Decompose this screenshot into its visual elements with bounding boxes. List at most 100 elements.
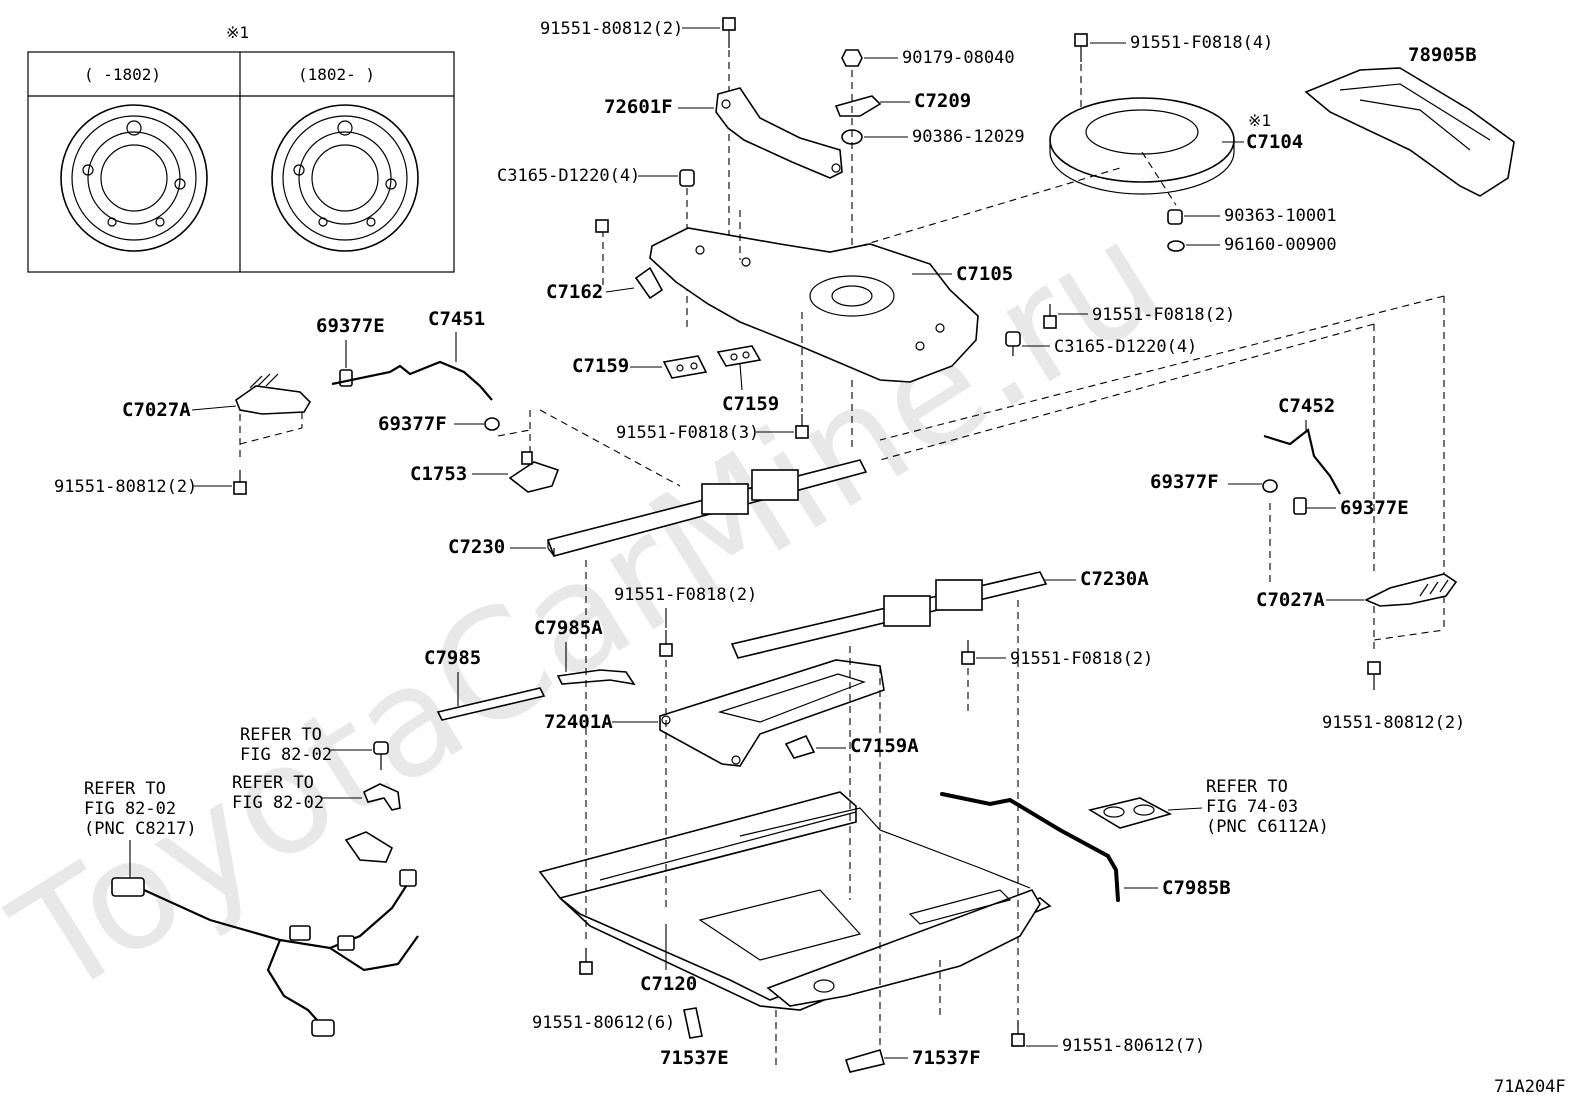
label-C7027A-right: C7027A	[1256, 589, 1325, 611]
refer-note-4-line2: FIG 74-03	[1206, 797, 1298, 817]
rod-C7985B	[940, 792, 1120, 902]
lever-C7027A-left	[235, 373, 312, 415]
clip-71537E	[683, 1007, 703, 1039]
bracket-C7162	[634, 266, 664, 300]
clip-69377F-right	[1262, 479, 1278, 493]
clip-69377E-left	[339, 369, 353, 387]
label-C7209: C7209	[914, 90, 971, 112]
label-C7104: C7104	[1246, 131, 1303, 153]
bolt-91551-F0818-4	[1074, 33, 1088, 62]
label-C3165-D1220-4-top: C3165-D1220(4)	[497, 166, 640, 186]
label-91551-F0818-2-mid: 91551-F0818(2)	[614, 585, 757, 605]
label-90363-10001: 90363-10001	[1224, 206, 1337, 226]
label-90179-08040: 90179-08040	[902, 48, 1015, 68]
label-90386-12029: 90386-12029	[912, 127, 1025, 147]
label-71537E: 71537E	[660, 1047, 729, 1069]
turntable-C7104	[1049, 97, 1235, 195]
refer-note-4-line3: (PNC C6112A)	[1206, 817, 1329, 837]
refer-note-2-line1: REFER TO	[232, 773, 314, 793]
inset-left-header: ( -1802)	[84, 65, 161, 84]
clip-71537F	[844, 1049, 885, 1073]
label-C7027A-left: C7027A	[122, 399, 191, 421]
part-C7209	[834, 95, 882, 117]
frame-C7120	[538, 791, 1052, 1011]
label-C7452: C7452	[1278, 395, 1335, 417]
pad-ref-74-03	[1087, 797, 1173, 829]
clip-ref-82-02-a	[373, 741, 389, 770]
label-91551-80812-right: 91551-80812(2)	[1322, 713, 1465, 733]
refer-note-3-line1: REFER TO	[84, 779, 166, 799]
label-C7985B: C7985B	[1162, 877, 1231, 899]
rail-C7230A	[730, 571, 1048, 659]
bolt-91551-F0818-2-mid	[659, 630, 673, 657]
bolt-91551-F0818-2-right	[961, 640, 975, 665]
pad-C7159-a	[662, 355, 708, 379]
label-C3165-D1220-4-bottom: C3165-D1220(4)	[1054, 337, 1197, 357]
bolt-91551-80812-right	[1367, 661, 1381, 690]
label-C7162: C7162	[546, 281, 603, 303]
bracket-72401A	[659, 659, 885, 767]
label-69377F-right: 69377F	[1150, 471, 1219, 493]
label-91551-F0818-4: 91551-F0818(4)	[1130, 33, 1273, 53]
label-C7230: C7230	[448, 536, 505, 558]
refer-note-4-line1: REFER TO	[1206, 777, 1288, 797]
label-72601F: 72601F	[604, 96, 673, 118]
nut-90179-08040	[841, 49, 863, 67]
label-C7985A: C7985A	[534, 617, 603, 639]
label-C7451: C7451	[428, 308, 485, 330]
label-91551-F0818-2-top: 91551-F0818(2)	[1092, 305, 1235, 325]
inset-note-mark: ※1	[226, 23, 249, 42]
cap-90363-10001	[1167, 209, 1183, 225]
label-91551-F0818-2-right: 91551-F0818(2)	[1010, 649, 1153, 669]
label-71537F: 71537F	[912, 1047, 981, 1069]
inset-right-header: (1802- )	[298, 65, 375, 84]
turntable-plate-late	[271, 104, 419, 252]
label-C7120: C7120	[640, 973, 697, 995]
rail-C7230	[546, 459, 868, 557]
refer-note-3-line2: FIG 82-02	[84, 799, 176, 819]
bracket-72601F	[715, 87, 843, 179]
label-72401A: 72401A	[544, 711, 613, 733]
pad-C7159A	[784, 734, 816, 759]
strip-C7985A	[556, 669, 636, 686]
label-78905B: 78905B	[1408, 44, 1477, 66]
refer-note-1-line1: REFER TO	[240, 725, 322, 745]
clip-C3165-D1220-bottom	[1005, 331, 1021, 356]
turntable-plate-early	[60, 104, 208, 252]
label-C7105: C7105	[956, 263, 1013, 285]
clip-69377F-left	[484, 417, 500, 431]
sensor-C1753	[508, 451, 560, 493]
label-69377E-left: 69377E	[316, 315, 385, 337]
refer-note-2-line2: FIG 82-02	[232, 793, 324, 813]
label-C7159-a: C7159	[572, 355, 629, 377]
wire-harness	[111, 869, 419, 1037]
cover-78905B	[1304, 67, 1515, 197]
label-91551-80612-7: 91551-80612(7)	[1062, 1036, 1205, 1056]
label-91551-F0818-3: 91551-F0818(3)	[616, 423, 759, 443]
refer-note-3-line3: (PNC C8217)	[84, 819, 197, 839]
label-note-mark-2: ※1	[1248, 111, 1271, 130]
bracket-ref-82-02-b	[362, 783, 401, 811]
frame-plate-C7105	[649, 227, 979, 383]
lever-C7027A-right	[1364, 573, 1458, 607]
washer-96160-00900	[1167, 240, 1185, 252]
refer-note-1-line2: FIG 82-02	[240, 745, 332, 765]
label-91551-80812-left: 91551-80812(2)	[54, 477, 197, 497]
bolt-91551-80812-top	[722, 17, 736, 48]
label-C7159-b: C7159	[722, 393, 779, 415]
label-C7985: C7985	[424, 647, 481, 669]
bolt-91551-80612-7	[1011, 1022, 1025, 1047]
strip-C7985	[436, 687, 546, 721]
bolt-91551-80812-left	[233, 470, 247, 495]
label-C7159A: C7159A	[850, 735, 919, 757]
label-C1753: C1753	[410, 463, 467, 485]
figure-code: 71A204F	[1494, 1077, 1566, 1097]
label-C7230A: C7230A	[1080, 568, 1149, 590]
label-91551-80612-6: 91551-80612(6)	[532, 1013, 675, 1033]
bolt-91551-F0818-3	[795, 414, 809, 439]
label-91551-80812-top: 91551-80812(2)	[540, 19, 683, 39]
label-96160-00900: 96160-00900	[1224, 235, 1337, 255]
pad-C7159-b	[716, 345, 762, 367]
rod-C7451	[331, 360, 493, 401]
